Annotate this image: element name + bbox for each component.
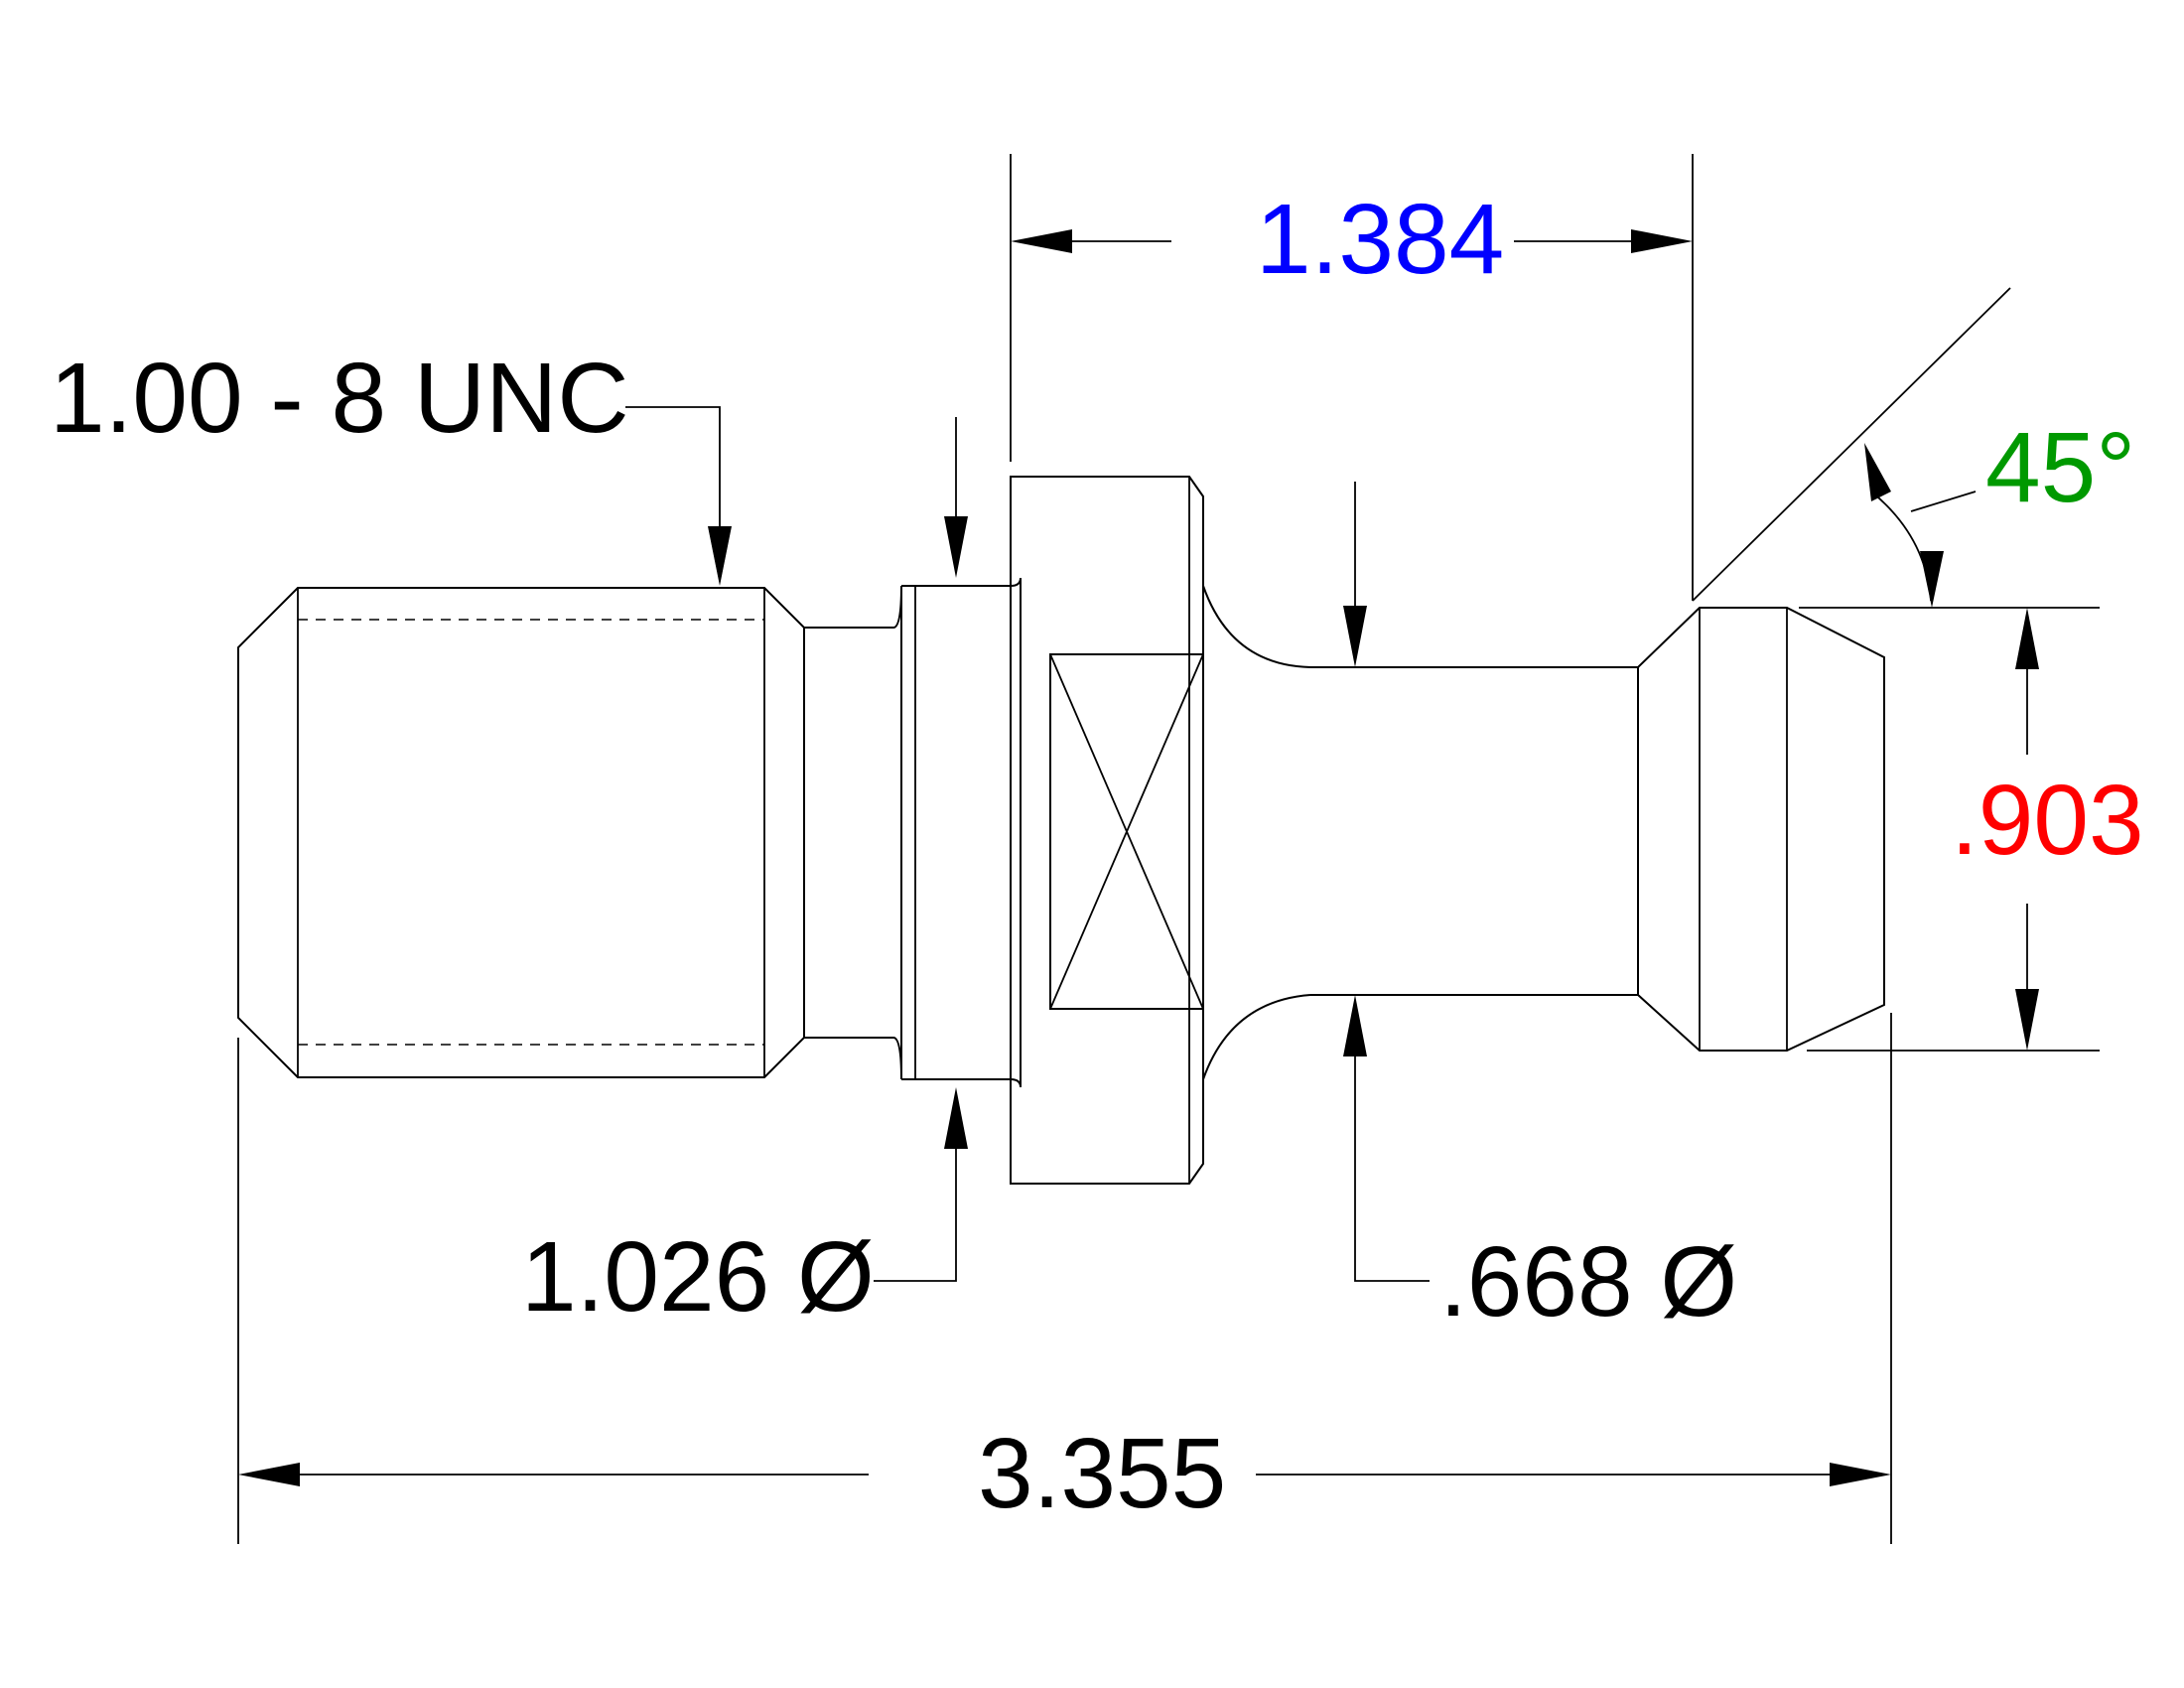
angle-dimension: 45°: [1692, 287, 2135, 608]
overall-arrow-left: [238, 1463, 300, 1486]
neck-leader-bottom: [1354, 1051, 1430, 1282]
collar-arrow-bottom: [944, 1087, 968, 1149]
collar-diameter-dimension: 1.026 Ø: [521, 417, 968, 1333]
wrench-flat-diagonal-2: [1049, 653, 1204, 1010]
collar-leader-bottom: [874, 1142, 957, 1282]
overall-arrow-right: [1830, 1463, 1891, 1486]
overall-length-dimension: 3.355: [237, 1013, 1892, 1544]
angle-45-text: 45°: [1985, 412, 2135, 523]
knob-diameter-dimension: .903: [1799, 607, 2144, 1052]
groove-fillet-top: [892, 585, 902, 629]
arrow-left: [1011, 229, 1072, 253]
overall-3355-text: 3.355: [978, 1418, 1226, 1529]
knob-903-text: .903: [1951, 765, 2144, 876]
collar-1026-text: 1.026 Ø: [521, 1221, 875, 1333]
angle-extension-line: [1692, 287, 2011, 602]
neck-diameter-dimension: .668 Ø: [1343, 482, 1737, 1337]
neck-fillet-bottom: [1202, 994, 1311, 1080]
arrow-up: [2015, 608, 2039, 669]
angle-arrow-bottom: [1920, 551, 1944, 608]
thread-section: [237, 587, 805, 1078]
angle-leader: [1910, 491, 1977, 512]
thread-callout: 1.00 - 8 UNC: [50, 343, 732, 586]
angle-arrow-top: [1864, 443, 1891, 501]
neck-arrow-top: [1343, 606, 1367, 667]
collar-arrow-top: [944, 516, 968, 578]
arrow-right: [1631, 229, 1693, 253]
collar: [900, 577, 1022, 1088]
thread-leader-line: [625, 406, 721, 541]
neck-668-text: .668 Ø: [1439, 1226, 1737, 1337]
wrench-flat-box: [1049, 653, 1204, 1010]
thread-leader-arrow: [708, 526, 732, 586]
length-1384-text: 1.384: [1256, 184, 1504, 295]
part-outline: [237, 476, 1885, 1185]
length-dimension-1384: 1.384: [1010, 154, 1694, 601]
flange: [1010, 476, 1204, 1185]
neck-fillet-top: [1202, 585, 1311, 668]
thread-callout-text: 1.00 - 8 UNC: [50, 343, 629, 454]
knob: [1637, 607, 1885, 1052]
arrow-down: [2015, 989, 2039, 1051]
neck-arrow-bottom: [1343, 995, 1367, 1056]
groove-fillet-bottom: [892, 1037, 902, 1080]
